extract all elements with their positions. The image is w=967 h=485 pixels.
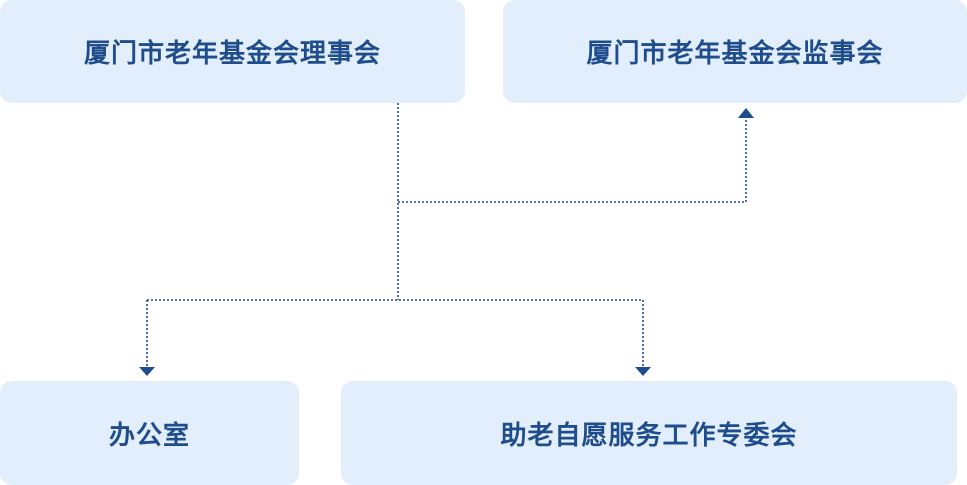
volunteer-committee-node: 助老自愿服务工作专委会: [341, 381, 957, 485]
connector-to-supervisory: [398, 118, 747, 203]
volunteer-committee-label: 助老自愿服务工作专委会: [500, 420, 798, 451]
arrowhead-down-committee: [635, 367, 651, 376]
supervisory-board-node: 厦门市老年基金会监事会: [503, 0, 967, 103]
board-node: 厦门市老年基金会理事会: [0, 0, 465, 103]
arrowhead-down-office: [139, 367, 155, 376]
office-node: 办公室: [0, 381, 299, 485]
supervisory-board-label: 厦门市老年基金会监事会: [586, 39, 884, 69]
board-label: 厦门市老年基金会理事会: [83, 39, 381, 69]
office-label: 办公室: [108, 420, 190, 451]
arrowhead-up-supervisory: [738, 108, 754, 118]
